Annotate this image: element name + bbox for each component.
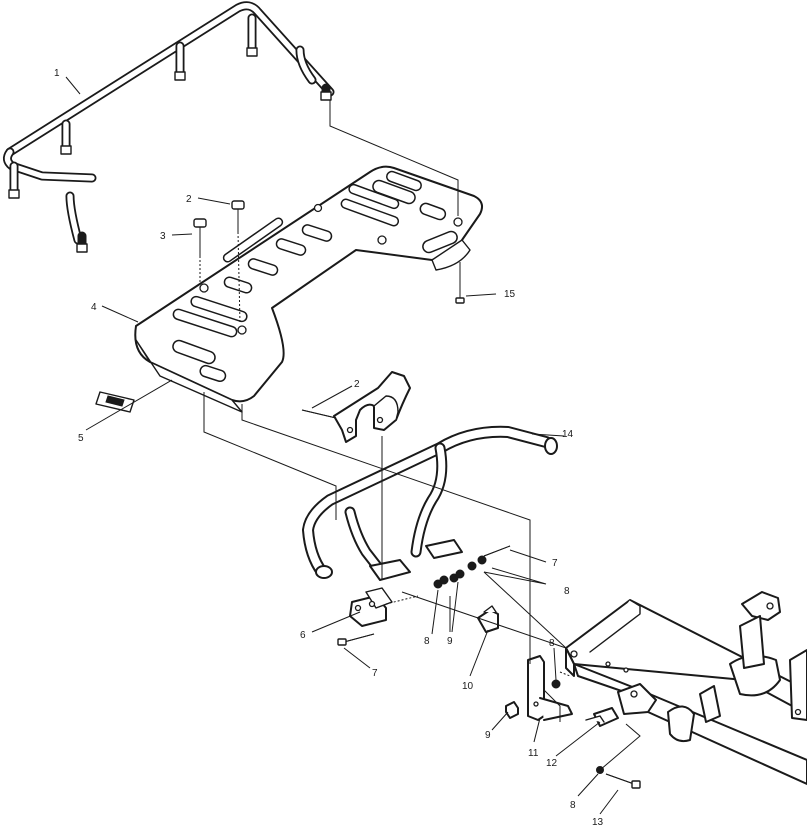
callout-15: 15 <box>504 289 516 300</box>
rack-leg <box>246 13 258 57</box>
callout-14: 14 <box>562 429 574 440</box>
nut <box>505 701 519 719</box>
assembly-lines <box>203 100 641 771</box>
rack-leg <box>320 83 332 101</box>
rack-leg <box>8 161 20 199</box>
bolt-7 <box>483 545 511 557</box>
callout-1: 1 <box>54 68 60 79</box>
callout-5: 5 <box>78 433 84 444</box>
grab-bar <box>302 425 558 579</box>
callouts: 1 2 3 4 5 15 2 14 7 8 6 7 8 9 10 8 9 11 … <box>54 68 604 825</box>
callout-7-upper: 7 <box>552 558 558 569</box>
side-bracket <box>301 371 411 443</box>
upright-bracket <box>527 655 573 721</box>
rack-leg <box>60 119 72 155</box>
vehicle-frame <box>565 591 807 785</box>
callout-8-right: 8 <box>549 638 555 649</box>
bolt-7 <box>337 633 375 646</box>
callout-6: 6 <box>300 630 306 641</box>
mount-plate <box>369 539 463 581</box>
callout-8-bottom: 8 <box>570 800 576 811</box>
rack-leg <box>174 41 186 81</box>
callout-7-lower: 7 <box>372 668 378 679</box>
callout-3: 3 <box>160 231 166 242</box>
rack-rail <box>2 1 335 253</box>
bolt <box>193 218 207 282</box>
bracket <box>349 587 419 627</box>
callout-4: 4 <box>91 302 97 313</box>
callout-10: 10 <box>462 681 474 692</box>
callout-13: 13 <box>592 817 604 825</box>
callout-12: 12 <box>546 758 558 769</box>
bolt-15 <box>455 262 465 304</box>
callout-8-upper: 8 <box>564 586 570 597</box>
plate-12 <box>585 707 619 727</box>
rack-leg <box>76 231 88 253</box>
bolt-13 <box>596 766 641 789</box>
bolt <box>231 200 245 325</box>
callout-2: 2 <box>186 194 192 205</box>
callout-2-lower: 2 <box>354 379 360 390</box>
callout-8-mid: 8 <box>424 636 430 647</box>
rack-plate <box>134 165 483 413</box>
leader-lines <box>65 76 619 815</box>
callout-9-lower: 9 <box>485 730 491 741</box>
callout-9-mid: 9 <box>447 636 453 647</box>
callout-11: 11 <box>528 748 539 759</box>
washer <box>433 555 487 589</box>
reflector <box>95 391 135 413</box>
